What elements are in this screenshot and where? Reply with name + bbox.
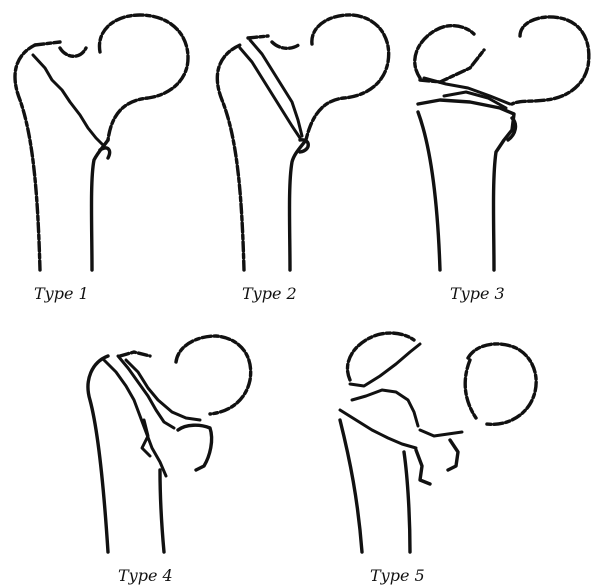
- type3-femur: [415, 17, 589, 270]
- type2-fracture-line: [240, 40, 302, 138]
- label-type5: Type 5: [370, 566, 425, 585]
- type5-femur: [340, 333, 536, 552]
- label-type1: Type 1: [34, 284, 89, 303]
- type4-fracture-line: [104, 356, 200, 476]
- type1-fracture-line: [33, 55, 104, 146]
- label-type4: Type 4: [118, 566, 173, 585]
- label-type2: Type 2: [242, 284, 297, 303]
- label-type3: Type 3: [450, 284, 505, 303]
- type5-fracture-line: [340, 344, 462, 448]
